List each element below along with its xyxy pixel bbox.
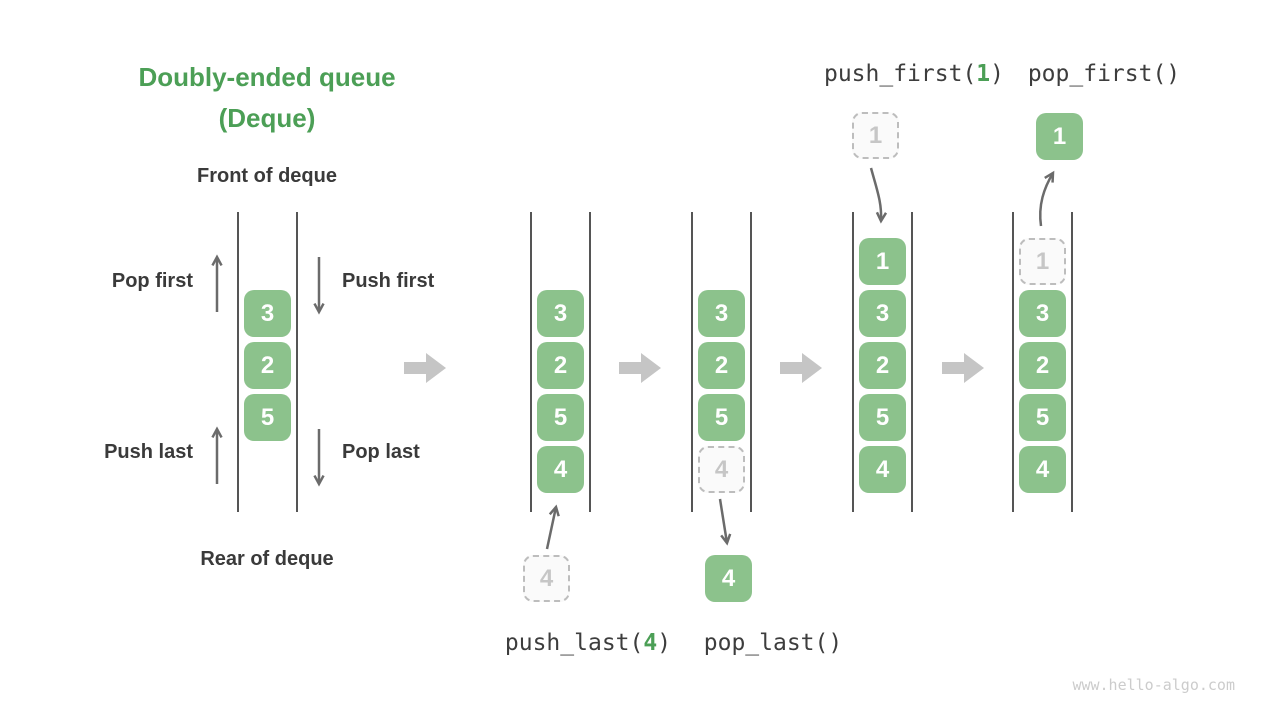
watermark: www.hello-algo.com [1072,676,1235,694]
queue-cells: 3 2 5 4 [532,212,589,512]
code-text: ) [657,630,672,656]
queue-after-pop-last: 3 2 5 4 [691,212,752,512]
cell-4: 4 [859,446,906,493]
cell-3: 3 [1019,290,1066,337]
push-last-insert-arrow [545,504,560,550]
code-arg: 4 [643,630,658,656]
step-arrow-icon [619,353,661,383]
cell-5: 5 [244,394,291,441]
push-last-code-label: push_last(4) [478,630,698,656]
code-text: push_first( [823,61,977,87]
cell-3: 3 [537,290,584,337]
cell-3: 3 [244,290,291,337]
cell-2: 2 [244,342,291,389]
queue-cells: 1 3 2 5 4 [854,212,911,512]
cell-4: 4 [537,446,584,493]
cell-2: 2 [859,342,906,389]
pop-last-code-label: pop_last() [703,630,843,656]
cell-5: 5 [698,394,745,441]
cell-4: 4 [1019,446,1066,493]
queue-after-push-first: 1 3 2 5 4 [852,212,913,512]
step-arrow-icon [404,353,446,383]
outgoing-cell-4: 4 [705,555,752,602]
pop-first-label: Pop first [111,270,193,292]
cell-3: 3 [859,290,906,337]
cell-2: 2 [1019,342,1066,389]
queue-initial: 3 2 5 [237,212,298,512]
code-arg: 1 [976,61,991,87]
cell-5: 5 [537,394,584,441]
dashed-cell-1: 1 [1019,238,1066,285]
code-text: ) [990,61,1005,87]
incoming-dashed-cell-1: 1 [852,112,899,159]
push-first-code-label: push_first(1) [804,61,1024,87]
cell-5: 5 [1019,394,1066,441]
step-arrow-icon [942,353,984,383]
code-text: push_last( [504,630,644,656]
diagram-title: Doubly-ended queue (Deque) [117,57,417,139]
cell-2: 2 [698,342,745,389]
step-arrow-icon [780,353,822,383]
rear-of-deque-label: Rear of deque [200,548,334,570]
queue-cells: 3 2 5 [239,212,296,512]
outgoing-cell-1: 1 [1036,113,1083,160]
title-line1: Doubly-ended queue [138,62,396,92]
push-first-label: Push first [342,270,435,292]
pop-first-code-label: pop_first() [1027,61,1181,87]
pop-last-label: Pop last [342,441,420,463]
cell-2: 2 [537,342,584,389]
dashed-cell-4: 4 [698,446,745,493]
front-of-deque-label: Front of deque [197,165,337,187]
queue-after-pop-first: 1 3 2 5 4 [1012,212,1073,512]
queue-cells: 1 3 2 5 4 [1014,212,1071,512]
push-last-label: Push last [104,441,193,463]
cell-3: 3 [698,290,745,337]
cell-5: 5 [859,394,906,441]
queue-after-push-last: 3 2 5 4 [530,212,591,512]
title-line2: (Deque) [218,103,316,133]
incoming-dashed-cell-4: 4 [523,555,570,602]
cell-1: 1 [859,238,906,285]
queue-cells: 3 2 5 4 [693,212,750,512]
